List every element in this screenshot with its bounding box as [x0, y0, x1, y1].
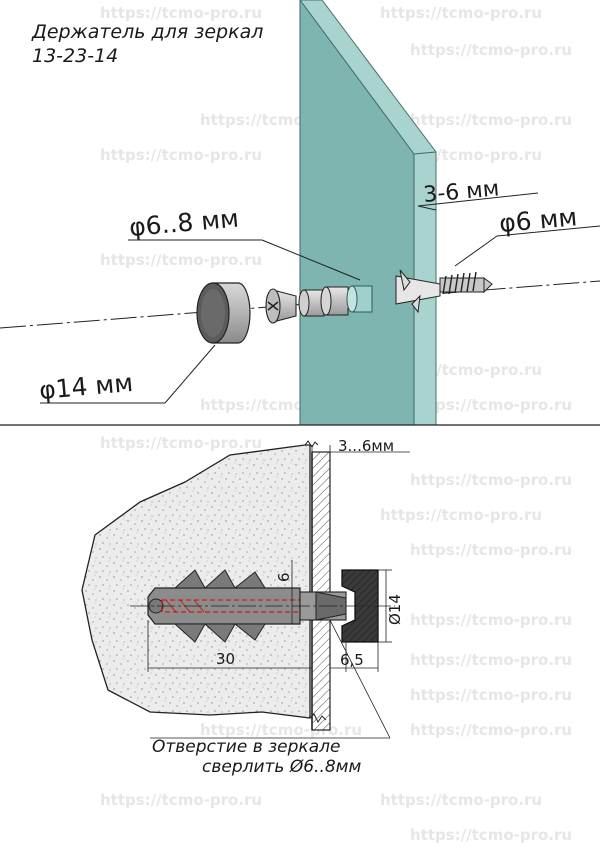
dim-14-label: Ø14 — [386, 594, 404, 625]
watermark-text: https://tcmo-pro.ru — [410, 826, 572, 844]
title-text: Держатель для зеркал — [31, 21, 263, 43]
watermark-text: https://tcmo-pro.ru — [410, 471, 572, 489]
watermark-text: https://tcmo-pro.ru — [100, 146, 262, 164]
watermark-text: https://tcmo-pro.ru — [410, 611, 572, 629]
screw-diameter-label: φ6 мм — [498, 202, 578, 238]
watermark-text: https://tcmo-pro.ru — [410, 41, 572, 59]
watermark-text: https://tcmo-pro.ru — [100, 4, 262, 22]
dim-30-label: 30 — [216, 650, 235, 668]
dim-6-label: 6 — [275, 572, 293, 582]
dim-6-5-label: 6,5 — [340, 651, 364, 669]
wall-dowel — [395, 269, 441, 314]
watermark-text: https://tcmo-pro.ru — [380, 506, 542, 524]
watermark-text: https://tcmo-pro.ru — [100, 251, 262, 269]
section-thickness-label: 3...6мм — [338, 437, 394, 455]
watermark-text: https://tcmo-pro.ru — [380, 791, 542, 809]
watermark-text: https://tcmo-pro.ru — [410, 686, 572, 704]
watermark-text: https://tcmo-pro.ru — [410, 651, 572, 669]
note-line-2: сверлить Ø6..8мм — [202, 757, 362, 777]
screw-head — [265, 288, 297, 324]
title-block: Держатель для зеркал 13-23-14 — [31, 21, 263, 67]
cap-part — [196, 282, 251, 344]
spacer-rings — [298, 285, 373, 317]
note-line-1: Отверстие в зеркале — [152, 737, 340, 757]
glass-thickness-label: 3-6 мм — [422, 176, 500, 208]
watermark-text: https://tcmo-pro.ru — [410, 111, 572, 129]
watermark-text: https://tcmo-pro.ru — [410, 396, 572, 414]
section-view: 3...6мм 6 Ø14 30 6,5 Отверстие в зеркале… — [81, 437, 410, 777]
watermark-text: https://tcmo-pro.ru — [410, 721, 572, 739]
mirror-section — [311, 451, 331, 731]
watermark-text: https://tcmo-pro.ru — [100, 791, 262, 809]
exploded-view: φ6..8 мм 3-6 мм φ6 мм φ14 мм — [0, 0, 600, 426]
screw-part — [439, 271, 493, 295]
watermark-text: https://tcmo-pro.ru — [410, 541, 572, 559]
cap-diameter-label: φ14 мм — [38, 368, 134, 405]
watermark-text: https://tcmo-pro.ru — [100, 434, 262, 452]
watermark-text: https://tcmo-pro.ru — [380, 4, 542, 22]
article-number: 13-23-14 — [32, 45, 118, 67]
hole-diameter-label: φ6..8 мм — [128, 204, 240, 242]
